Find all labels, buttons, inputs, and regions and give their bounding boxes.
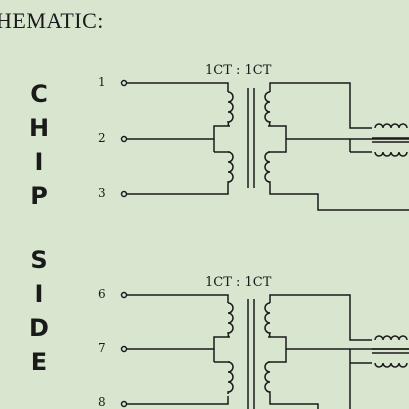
choke-coil bbox=[374, 151, 408, 157]
ratio-label-top: 1CT : 1CT bbox=[205, 63, 272, 78]
side-label-letter: D bbox=[29, 314, 49, 342]
side-label-letter: E bbox=[30, 348, 48, 376]
pin-label-1: 1 bbox=[98, 75, 106, 89]
pin-terminal-8 bbox=[120, 400, 128, 408]
wire bbox=[269, 82, 372, 129]
pin-terminal-6 bbox=[120, 291, 128, 299]
wire bbox=[269, 394, 319, 409]
pin-label-7: 7 bbox=[98, 341, 106, 355]
side-label-letter: C bbox=[30, 80, 48, 108]
coil bbox=[227, 361, 234, 395]
wire bbox=[127, 336, 230, 350]
wire bbox=[127, 396, 229, 405]
coil bbox=[264, 361, 271, 395]
choke-coil bbox=[374, 123, 408, 129]
pin-label-3: 3 bbox=[98, 186, 106, 200]
coil bbox=[264, 91, 272, 127]
coil bbox=[264, 302, 272, 338]
pin-terminal-7 bbox=[120, 345, 128, 353]
side-label-letter: S bbox=[30, 246, 48, 274]
coil bbox=[226, 91, 234, 127]
side-label-letter: I bbox=[34, 280, 44, 308]
side-label-letter: P bbox=[30, 182, 48, 210]
ratio-label-bottom: 1CT : 1CT bbox=[205, 275, 272, 290]
pin-terminal-1 bbox=[120, 79, 128, 87]
transformer-bottom: 1CT : 1CT 6 7 8 bbox=[98, 275, 409, 409]
pin-label-8: 8 bbox=[98, 395, 106, 409]
pin-label-2: 2 bbox=[98, 131, 106, 145]
coil bbox=[226, 302, 234, 338]
side-label-letter: I bbox=[34, 148, 44, 176]
coil bbox=[227, 151, 234, 185]
wire bbox=[269, 294, 372, 341]
coil bbox=[264, 151, 271, 185]
pin-terminal-2 bbox=[120, 135, 128, 143]
pin-label-6: 6 bbox=[98, 287, 106, 301]
wire bbox=[268, 336, 287, 363]
side-label-letter: H bbox=[28, 114, 50, 142]
wire bbox=[268, 125, 287, 153]
choke-coil bbox=[374, 335, 408, 341]
schematic-title: HEMATIC: bbox=[0, 8, 104, 33]
wire bbox=[127, 125, 230, 140]
wire bbox=[269, 184, 409, 211]
wire bbox=[127, 184, 229, 195]
pin-terminal-3 bbox=[120, 190, 128, 198]
wire bbox=[127, 294, 229, 303]
transformer-top: 1CT : 1CT 1 2 3 bbox=[98, 63, 409, 211]
wire bbox=[127, 82, 229, 92]
choke-coil bbox=[374, 362, 408, 368]
